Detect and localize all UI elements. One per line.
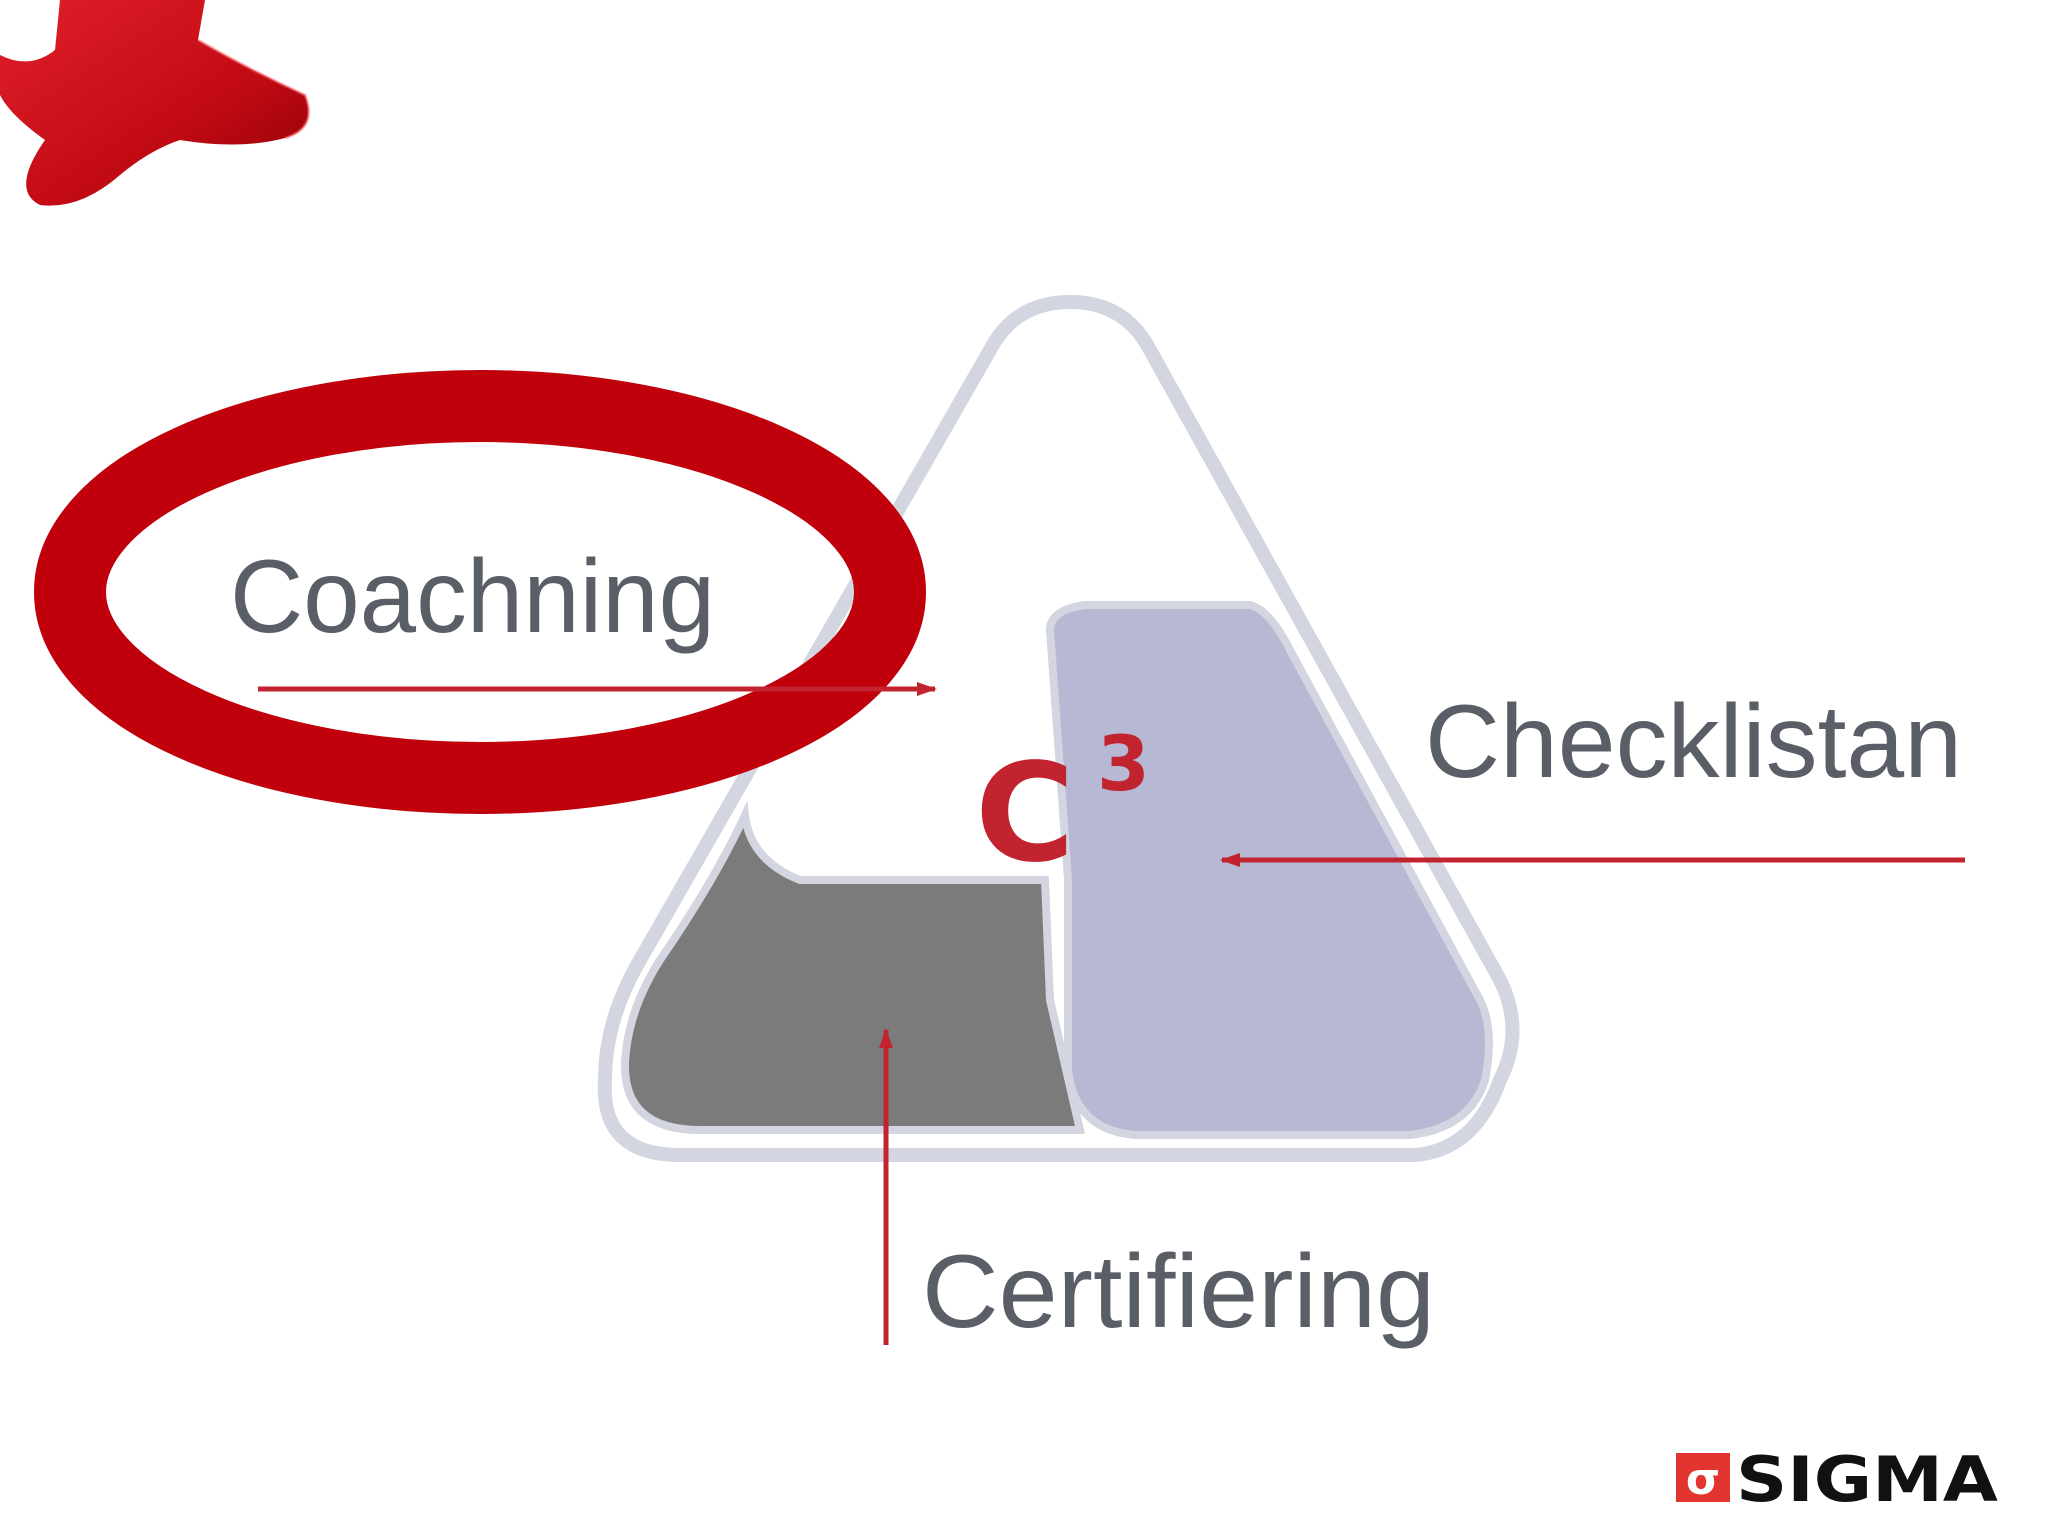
certification-label: Certifiering <box>922 1234 1435 1350</box>
checklist-label: Checklistan <box>1425 684 1962 800</box>
coaching-label: Coachning <box>230 539 715 655</box>
highlight-ellipse <box>34 370 926 814</box>
sigma-logo: σ SIGMA <box>1676 1443 1998 1516</box>
red-cross-decoration <box>0 0 311 206</box>
certification-section <box>620 800 1086 1134</box>
sigma-logo-mark-box <box>1676 1453 1730 1502</box>
c3-superscript: 3 <box>1097 719 1150 808</box>
sigma-logo-mark: σ <box>1686 1454 1720 1505</box>
checklist-section <box>1045 601 1493 1139</box>
c3-letter: C <box>975 735 1075 893</box>
sigma-logo-name: SIGMA <box>1736 1443 1998 1516</box>
